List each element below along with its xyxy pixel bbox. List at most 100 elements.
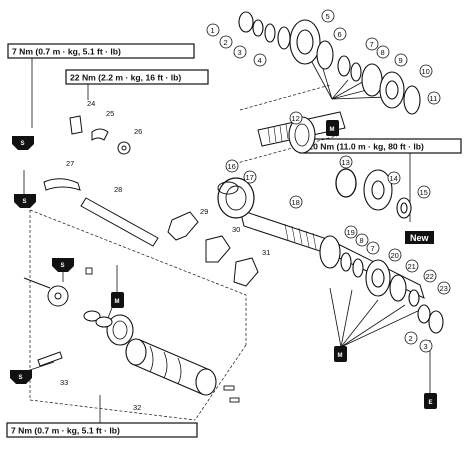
moly-symbol-1: M — [326, 120, 339, 136]
lower-gear-stack — [319, 235, 444, 334]
svg-text:8: 8 — [381, 48, 385, 57]
svg-text:7: 7 — [370, 40, 374, 49]
svg-text:23: 23 — [440, 284, 448, 293]
upper-gear-stack — [238, 11, 421, 115]
moly-symbol-3: M — [111, 292, 124, 308]
svg-text:9: 9 — [399, 56, 403, 65]
svg-text:18: 18 — [292, 198, 300, 207]
shift-fork-shaft — [80, 197, 159, 247]
callout-8: 8 — [376, 45, 390, 59]
callout-3: 3 — [233, 45, 247, 59]
callout-18: 18 — [289, 195, 303, 209]
dashed-boundaries — [29, 84, 341, 421]
svg-text:M: M — [338, 353, 343, 359]
drive-gear-group — [335, 168, 412, 219]
main-axle — [257, 111, 346, 154]
shift-forks — [167, 211, 259, 287]
svg-text:S: S — [21, 141, 25, 147]
svg-text:E: E — [429, 400, 433, 406]
callout-20: 20 — [388, 248, 402, 262]
shift-arm — [43, 115, 131, 191]
lock-symbol-4: S — [10, 370, 32, 384]
part-number-30: 30 — [232, 225, 240, 234]
callout-22: 22 — [423, 269, 437, 283]
svg-text:S: S — [61, 263, 65, 269]
part-number-28: 28 — [114, 185, 122, 194]
svg-text:22 Nm (2.2 m · kg, 16 ft · lb): 22 Nm (2.2 m · kg, 16 ft · lb) — [70, 73, 181, 83]
svg-text:110 Nm (11.0 m · kg, 80 ft · l: 110 Nm (11.0 m · kg, 80 ft · lb) — [304, 142, 424, 152]
callout-10: 10 — [419, 64, 433, 78]
svg-text:12: 12 — [292, 114, 300, 123]
callout-9: 9 — [394, 53, 408, 67]
svg-text:11: 11 — [430, 94, 438, 103]
new-badge: New — [405, 231, 434, 244]
callout-2: 2 — [219, 35, 233, 49]
svg-text:22: 22 — [426, 272, 434, 281]
moly-grease-symbols: M M M — [111, 120, 347, 362]
part-numbers-plain: 24 25 26 27 28 29 30 31 32 33 — [60, 99, 270, 412]
drum-segment — [23, 277, 113, 328]
part-callouts: 1 2 3 4 5 6 7 8 9 10 11 12 13 14 15 16 1… — [206, 9, 451, 353]
callout-4: 4 — [253, 53, 267, 67]
callout-16: 16 — [225, 159, 239, 173]
svg-text:10: 10 — [422, 67, 430, 76]
part-number-24: 24 — [87, 99, 95, 108]
torque-spec-top-left-secondary: 22 Nm (2.2 m · kg, 16 ft · lb) — [65, 69, 209, 85]
lock-symbol-2: S — [14, 194, 36, 208]
svg-text:17: 17 — [246, 173, 254, 182]
svg-text:M: M — [330, 127, 335, 133]
svg-text:19: 19 — [347, 228, 355, 237]
svg-text:S: S — [19, 375, 23, 381]
callout-11: 11 — [427, 91, 441, 105]
small-parts — [85, 267, 240, 403]
svg-text:13: 13 — [342, 158, 350, 167]
part-number-27: 27 — [66, 159, 74, 168]
svg-text:New: New — [410, 233, 430, 243]
svg-text:20: 20 — [391, 251, 399, 260]
callout-8b: 8 — [355, 233, 369, 247]
callout-13: 13 — [339, 155, 353, 169]
svg-text:7 Nm (0.7 m · kg, 5.1 ft · lb): 7 Nm (0.7 m · kg, 5.1 ft · lb) — [11, 426, 120, 436]
svg-text:1: 1 — [211, 26, 215, 35]
svg-text:7 Nm (0.7 m · kg, 5.1 ft · lb): 7 Nm (0.7 m · kg, 5.1 ft · lb) — [12, 47, 121, 57]
svg-text:21: 21 — [408, 262, 416, 271]
callout-14: 14 — [387, 171, 401, 185]
callout-6: 6 — [333, 27, 347, 41]
thread-lock-symbols: S S S S — [10, 136, 74, 384]
moly-symbol-2: M — [334, 346, 347, 362]
svg-text:15: 15 — [420, 188, 428, 197]
callout-21: 21 — [405, 259, 419, 273]
svg-text:5: 5 — [326, 12, 330, 21]
part-number-31: 31 — [262, 248, 270, 257]
svg-text:8: 8 — [360, 236, 364, 245]
engine-oil-symbol: E — [424, 393, 437, 409]
lock-symbol-1: S — [12, 136, 34, 150]
callout-12: 12 — [289, 111, 303, 125]
part-number-26: 26 — [134, 127, 142, 136]
svg-text:6: 6 — [338, 30, 342, 39]
torque-spec-bottom: 7 Nm (0.7 m · kg, 5.1 ft · lb) — [6, 422, 198, 438]
svg-text:S: S — [23, 199, 27, 205]
part-number-32: 32 — [133, 403, 141, 412]
part-number-33: 33 — [60, 378, 68, 387]
svg-text:3: 3 — [424, 342, 428, 351]
torque-spec-top-left-primary: 7 Nm (0.7 m · kg, 5.1 ft · lb) — [7, 43, 195, 59]
callout-1: 1 — [206, 23, 220, 37]
callout-3b: 3 — [419, 339, 433, 353]
svg-text:16: 16 — [228, 162, 236, 171]
torque-spec-right: 110 Nm (11.0 m · kg, 80 ft · lb) — [299, 138, 462, 154]
svg-text:3: 3 — [238, 48, 242, 57]
callout-17: 17 — [243, 170, 257, 184]
shift-drum — [106, 314, 217, 396]
leader-lines — [23, 39, 431, 423]
svg-text:M: M — [115, 299, 120, 305]
part-number-29: 29 — [200, 207, 208, 216]
callout-7: 7 — [365, 37, 379, 51]
callout-7b: 7 — [366, 241, 380, 255]
callout-5: 5 — [321, 9, 335, 23]
callout-2b: 2 — [404, 331, 418, 345]
callout-15: 15 — [417, 185, 431, 199]
part-number-25: 25 — [106, 109, 114, 118]
